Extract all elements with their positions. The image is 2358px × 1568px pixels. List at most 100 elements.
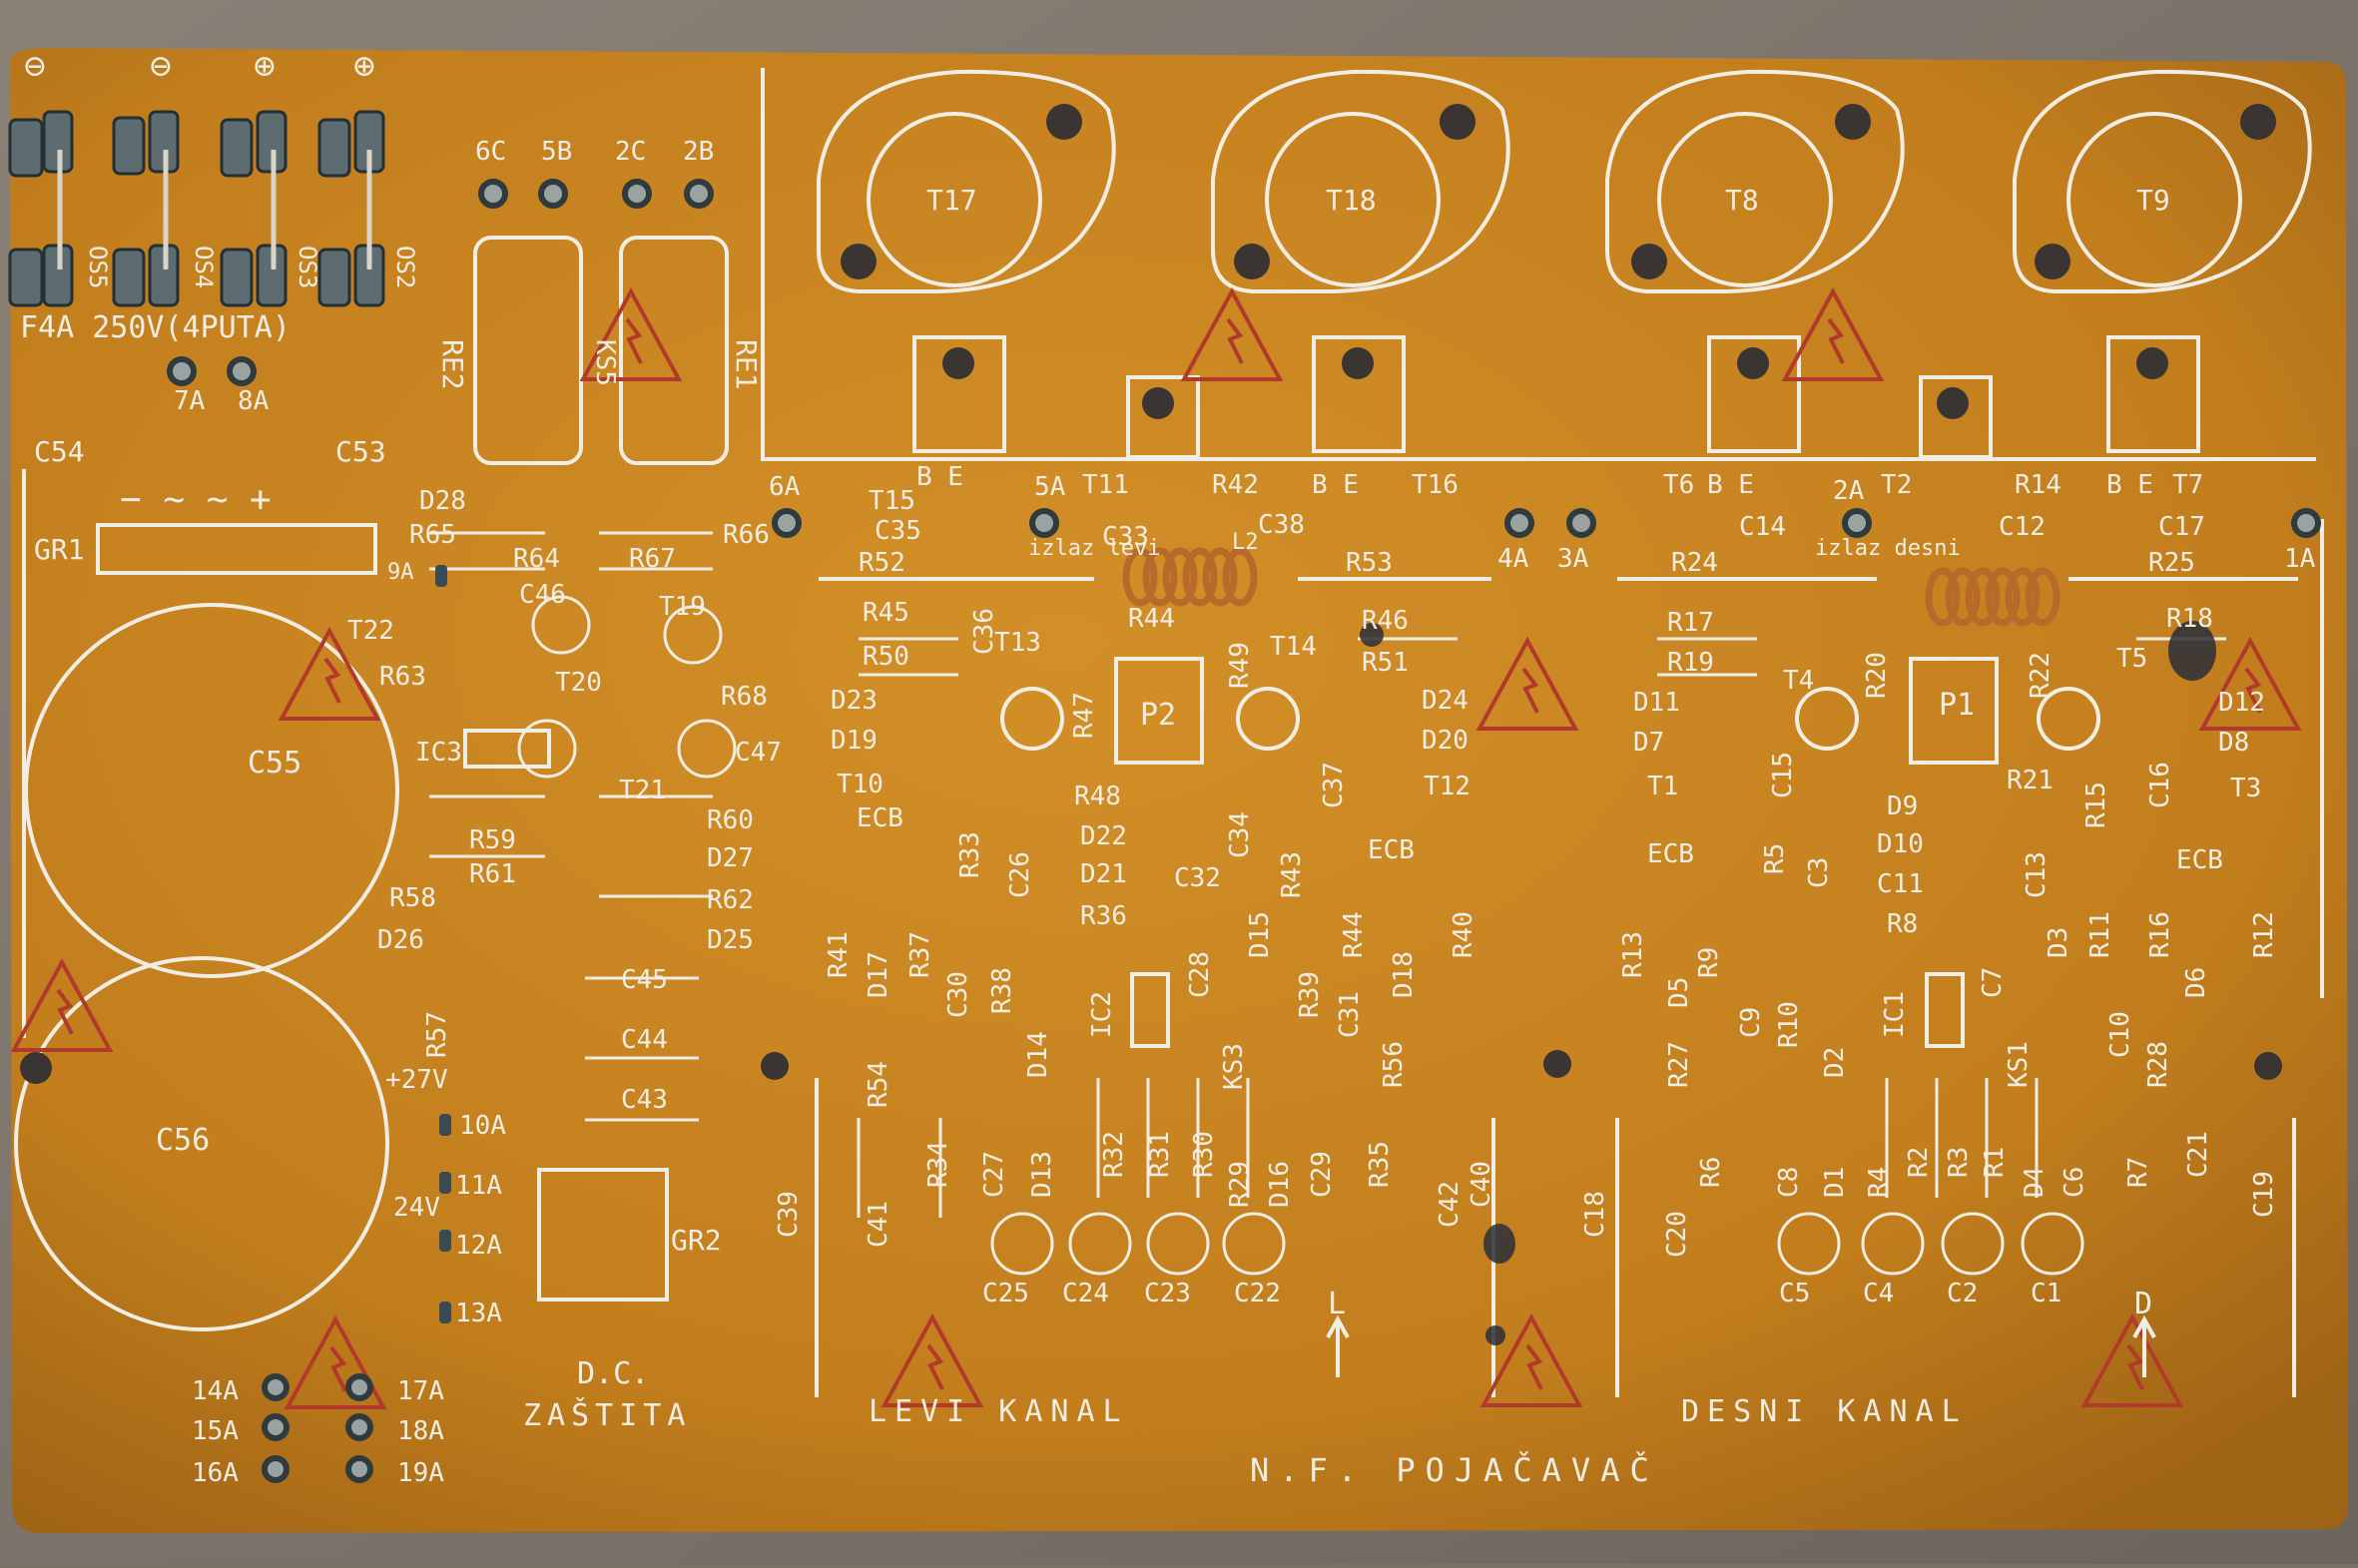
label-input-l: L <box>1328 1287 1346 1321</box>
label-d17: D17 <box>864 951 893 998</box>
label-c29: C29 <box>1307 1151 1337 1198</box>
fuse-label-os3: OS3 <box>294 246 321 288</box>
label-11a: 11A <box>455 1171 502 1201</box>
label-r17: R17 <box>1667 608 1714 638</box>
input-arrows <box>1326 1314 2156 1377</box>
label-c10: C10 <box>2105 1011 2135 1058</box>
dc-title: D.C. <box>577 1356 649 1391</box>
label-d15: D15 <box>1245 911 1275 958</box>
label-r68: R68 <box>721 682 768 712</box>
label-c8: C8 <box>1774 1167 1804 1198</box>
label-r51: R51 <box>1362 648 1409 678</box>
label-r64: R64 <box>513 544 560 574</box>
label-d26: D26 <box>377 925 424 955</box>
label-r8: R8 <box>1887 909 1918 939</box>
label-r39: R39 <box>1295 971 1325 1018</box>
label-r15: R15 <box>2081 782 2111 828</box>
label-t4: T4 <box>1783 666 1814 696</box>
label-izlaz-levi: izlaz levi <box>1028 536 1160 561</box>
right-channel-label: DESNI KANAL <box>1681 1394 1968 1429</box>
label-r30: R30 <box>1189 1131 1219 1178</box>
label-c44: C44 <box>621 1025 668 1055</box>
label-ac-signs: − ~ ~ + <box>120 479 272 520</box>
label-c56: C56 <box>156 1123 210 1158</box>
label-r49: R49 <box>1225 642 1255 689</box>
label-r27: R27 <box>1664 1041 1694 1088</box>
label-6a: 6A <box>769 472 801 502</box>
label-r48: R48 <box>1074 782 1121 811</box>
label-t2: T2 <box>1881 470 1912 500</box>
label-d23: D23 <box>831 686 878 716</box>
mounting-holes <box>20 104 2282 1084</box>
pins-t15: B E <box>916 462 963 492</box>
label-d4: D4 <box>2020 1167 2050 1198</box>
pins-t3: ECB <box>2176 845 2223 875</box>
fuse-polarity-4: ⊕ <box>353 46 375 87</box>
pcb-board <box>10 48 2348 1533</box>
label-r38: R38 <box>987 967 1017 1014</box>
label-r28: R28 <box>2143 1041 2173 1088</box>
label-c20: C20 <box>1662 1211 1692 1258</box>
label-t14: T14 <box>1270 632 1317 662</box>
silkscreen-outlines <box>14 68 2324 1397</box>
label-t16: T16 <box>1412 470 1459 500</box>
label-d19: D19 <box>831 726 878 756</box>
label-13a: 13A <box>455 1299 502 1328</box>
label-r24: R24 <box>1671 548 1718 578</box>
label-c33: C33 <box>1102 522 1149 552</box>
label-c37: C37 <box>1319 762 1349 808</box>
label-ic2: IC2 <box>1087 991 1117 1038</box>
label-r34: R34 <box>923 1141 953 1188</box>
label-r60: R60 <box>707 805 754 835</box>
label-gr2: GR2 <box>671 1224 722 1257</box>
label-d28: D28 <box>419 486 466 516</box>
label-d7: D7 <box>1633 728 1664 758</box>
solder-pads <box>167 179 2321 1483</box>
label-c27: C27 <box>979 1151 1009 1198</box>
label-r57: R57 <box>422 1011 452 1058</box>
label-d12: D12 <box>2218 688 2265 718</box>
label-r46: R46 <box>1362 606 1409 636</box>
label-d27: D27 <box>707 843 754 873</box>
label-d1: D1 <box>1820 1167 1850 1198</box>
label-c47: C47 <box>735 738 782 768</box>
label-r54: R54 <box>864 1061 893 1108</box>
label-ks3: KS3 <box>1219 1043 1249 1090</box>
label-r4: R4 <box>1864 1167 1894 1198</box>
label-c26: C26 <box>1005 851 1035 898</box>
label-c23: C23 <box>1144 1279 1191 1308</box>
label-2a: 2A <box>1833 476 1865 506</box>
label-17a: 17A <box>397 1376 444 1406</box>
pins-t10: ECB <box>857 803 903 833</box>
label-c30: C30 <box>943 971 973 1018</box>
label-d20: D20 <box>1422 726 1469 756</box>
label-r63: R63 <box>379 662 426 692</box>
label-r50: R50 <box>863 642 909 672</box>
label-t22: T22 <box>347 616 394 646</box>
label-c1: C1 <box>2031 1279 2062 1308</box>
pin-6c: 6C <box>475 137 506 167</box>
pins-t7: B E <box>2106 470 2153 500</box>
pins-t16: B E <box>1312 470 1359 500</box>
label-c2: C2 <box>1947 1279 1978 1308</box>
dc-subtitle: ZAŠTITA <box>523 1396 691 1433</box>
fuse-label-os5: OS5 <box>84 246 112 288</box>
label-r56: R56 <box>1379 1041 1409 1088</box>
label-r37: R37 <box>905 931 935 978</box>
label-r19: R19 <box>1667 648 1714 678</box>
label-r5: R5 <box>1760 843 1790 874</box>
label-r44-top: R44 <box>1128 604 1175 634</box>
label-t13: T13 <box>994 628 1041 658</box>
label-r62: R62 <box>707 885 754 915</box>
pins-t6: B E <box>1707 470 1754 500</box>
label-t3: T3 <box>2230 774 2261 803</box>
pin-5b: 5B <box>541 137 572 167</box>
label-1a: 1A <box>2284 544 2316 574</box>
label-3a: 3A <box>1557 544 1589 574</box>
label-8a: 8A <box>238 386 270 416</box>
label-r42: R42 <box>1212 470 1259 500</box>
label-c24: C24 <box>1062 1279 1109 1308</box>
label-l2: L2 <box>1232 530 1259 555</box>
label-ks1: KS1 <box>2004 1041 2034 1088</box>
